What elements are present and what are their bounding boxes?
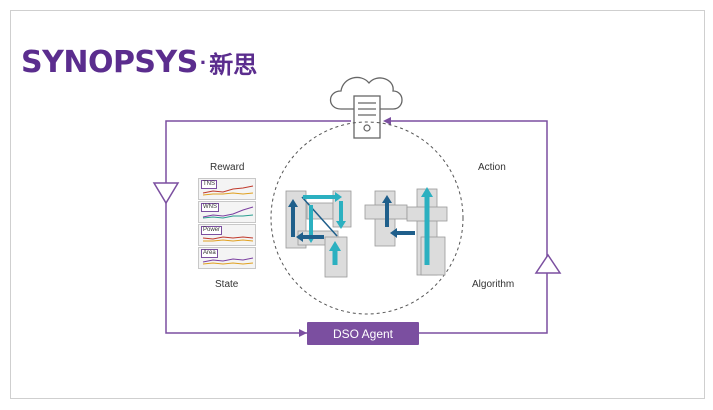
metric-tag: Area [201, 249, 218, 258]
diagonal-connector [301, 196, 338, 237]
loop-diagram [152, 76, 562, 337]
metric-sparkline [202, 257, 254, 265]
metric-panel-tns: TNS [198, 178, 256, 200]
loop-left-top [165, 120, 351, 183]
feedback-loop [165, 120, 548, 334]
state-label: State [215, 279, 239, 290]
logo-wordmark: SYNOPSYS [21, 45, 198, 80]
algorithm-label: Algorithm [472, 279, 515, 290]
metric-tag: Power [201, 226, 223, 235]
metric-tag: WNS [201, 203, 219, 212]
environment-circle [270, 121, 464, 315]
agent-arrowhead-icon [299, 329, 307, 337]
dso-agent-box: DSO Agent [307, 322, 419, 345]
algorithm-triangle-icon [534, 253, 562, 274]
reward-label: Reward [210, 162, 245, 173]
metric-tag: TNS [201, 180, 217, 189]
logo-chinese: 新思 [209, 51, 258, 79]
server-arrowhead-icon [383, 117, 391, 125]
reward-triangle-icon [152, 182, 180, 205]
loop-right-top [385, 120, 548, 259]
metric-panel-power: Power [198, 224, 256, 246]
metric-panel-area: Area [198, 247, 256, 269]
metric-sparkline [202, 185, 254, 196]
action-label: Action [478, 162, 506, 173]
loop-right-bottom [419, 271, 548, 334]
placement-cluster-left [285, 190, 352, 278]
cloud-server-icon [329, 76, 403, 139]
placement-cluster-right [364, 187, 448, 276]
metric-sparkline [202, 236, 254, 242]
synopsys-logo: SYNOPSYS · 新思 [21, 45, 257, 80]
logo-separator: · [199, 49, 208, 75]
metric-sparkline [202, 206, 254, 219]
loop-left-bottom [165, 183, 307, 334]
slide: SYNOPSYS · 新思 [10, 10, 705, 399]
metric-panel-wns: WNS [198, 201, 256, 223]
